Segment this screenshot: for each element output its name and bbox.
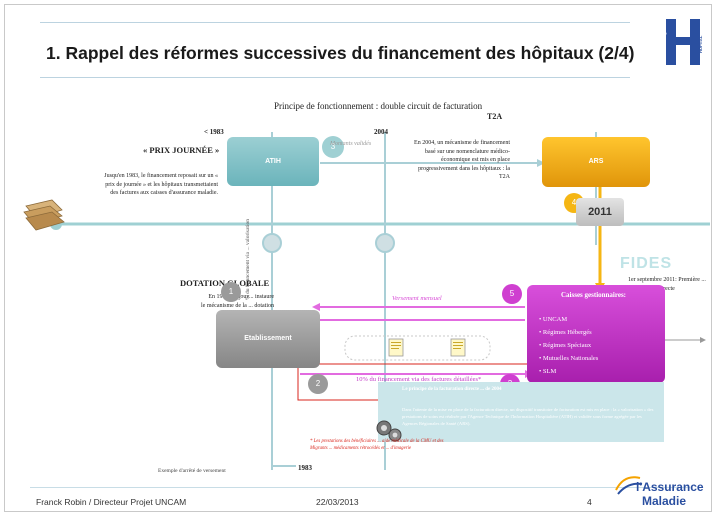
logo-line-2: Maladie	[642, 494, 687, 508]
dotation-line: le mécanisme de la ... dotation	[201, 302, 274, 309]
logo-line-1: l'Assurance	[636, 480, 704, 494]
footer-date: 22/03/2013	[316, 497, 359, 507]
versement-mensuel-label: Versement mensuel	[392, 295, 442, 302]
prix-journee-text: Jusqu'en 1983, le financement reposait s…	[104, 173, 218, 197]
caisse-item-label: SLM	[542, 368, 557, 375]
caisse-item-label: Régimes Spéciaux	[542, 342, 592, 349]
caisse-item: • UNCAM	[539, 316, 568, 323]
step-1-badge: 1	[221, 282, 241, 302]
ars-box: ARS	[542, 137, 650, 187]
principle-caption: Principe de fonctionnement : double circ…	[274, 101, 483, 111]
date-before-1983: < 1983	[204, 128, 224, 136]
t2a-2004-text: En 2004, un mécanisme de financement bas…	[414, 140, 510, 181]
gears-icon	[374, 418, 404, 444]
paper-stack-icon	[22, 192, 66, 232]
caisses-list: • UNCAM • Régimes Hébergés • Régimes Spé…	[539, 313, 598, 378]
caisse-item: • Régimes Spéciaux	[539, 342, 592, 349]
footer-rule	[30, 487, 690, 488]
step-3-badge: 3	[322, 136, 344, 158]
caisses-gestionnaires-box: Caisses gestionnaires: • UNCAM • Régimes…	[527, 285, 665, 383]
info-line-1: Le principe de la facturation directe ..…	[402, 387, 502, 392]
caisse-item: • Mutuelles Nationales	[539, 355, 599, 362]
footnote-text: * Les prestations des bénéficiaires ... …	[310, 439, 444, 451]
caisse-item-label: Mutuelles Nationales	[542, 355, 599, 362]
info-panel: Le principe de la facturation directe ..…	[378, 382, 664, 442]
step-5-badge: 5	[502, 284, 522, 304]
example-arrete-text: Exemple d'arrêté de versement	[158, 468, 226, 474]
title-rule	[40, 77, 630, 78]
date-1983: 1983	[298, 464, 312, 472]
invoice-doc-icon	[388, 338, 406, 358]
etablissement-box: Etablissement	[216, 310, 320, 368]
invoice-doc-icon	[450, 338, 468, 358]
info-line-2: Dans l'attente de la mise en place de la…	[402, 407, 654, 426]
caisse-item: • Régimes Hébergés	[539, 329, 592, 336]
dotation-line: En 1983, le gouv... instaure	[208, 294, 274, 300]
year-2011-badge: 2011	[576, 198, 624, 226]
factures-percentage-text: 10% du financement via des factures déta…	[356, 376, 482, 383]
caisse-item-label: UNCAM	[542, 316, 568, 323]
fides-label: FIDES	[620, 255, 673, 272]
footer-author: Franck Robin / Directeur Projet UNCAM	[36, 497, 187, 507]
caisse-item-label: Régimes Hébergés	[542, 329, 592, 336]
atih-box: ATIH	[227, 137, 319, 186]
step-2-badge-left: 2	[308, 374, 328, 394]
montants-label: Montants validés	[330, 141, 372, 147]
slide-frame	[4, 4, 712, 512]
slide-title: 1. Rappel des réformes successives du fi…	[46, 43, 635, 63]
footer-page-number: 4	[587, 497, 592, 507]
top-rule	[40, 22, 630, 23]
programme-hopital-logo: Programme HÔPITAL	[660, 17, 706, 67]
prix-journee-heading: « PRIX JOURNÉE »	[143, 145, 220, 155]
t2a-label: T2A	[487, 112, 503, 121]
caisse-item: • SLM	[539, 368, 557, 375]
assurance-maladie-logo: l'Assurance Maladie	[614, 472, 710, 508]
caisses-heading: Caisses gestionnaires:	[561, 291, 627, 299]
date-2004: 2004	[374, 128, 388, 136]
